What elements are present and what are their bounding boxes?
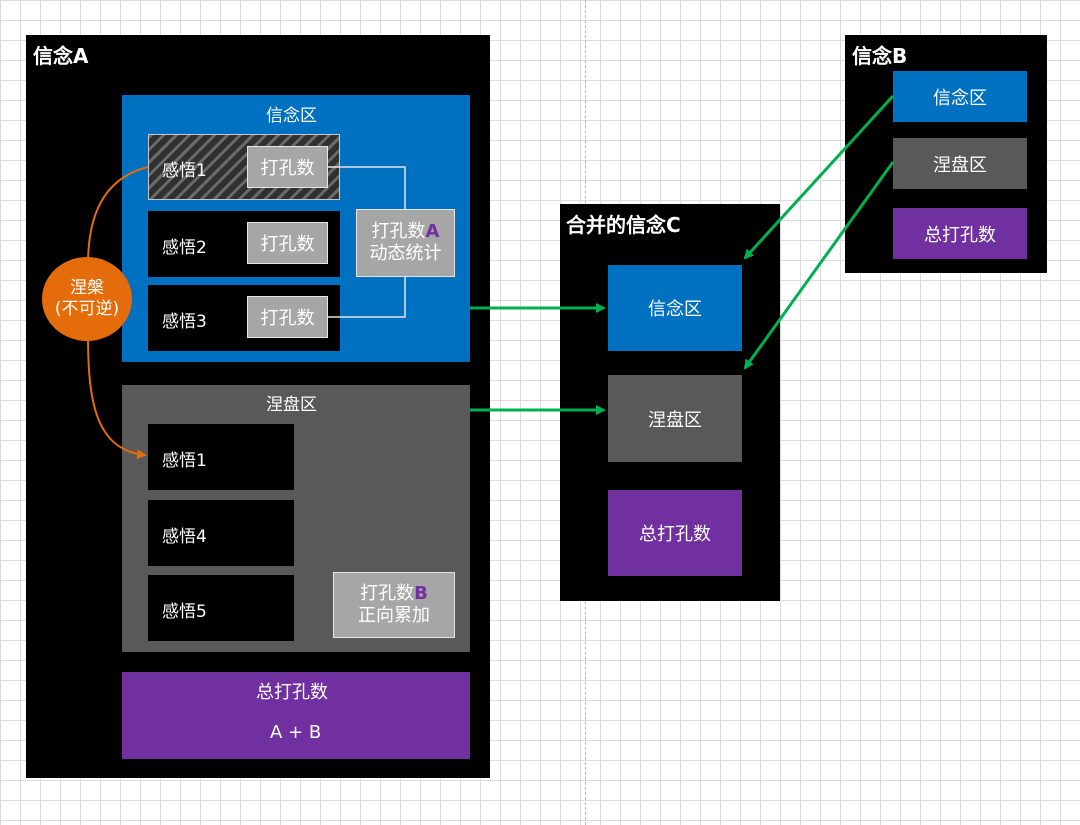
faith-b-belief-zone: 信念区: [893, 71, 1027, 122]
nirvana-insight-1: [148, 424, 294, 490]
arrow-belief-b-to-c: [743, 94, 895, 260]
merged-c-total: 总打孔数: [608, 490, 742, 576]
insight-1-label: 感悟1: [162, 161, 207, 181]
merged-c-title: 合并的信念C: [566, 213, 681, 237]
nirvana-badge-line1: 涅槃: [70, 278, 104, 298]
insight-1-count: 打孔数: [247, 146, 328, 188]
nirvana-insight-5: [148, 575, 294, 641]
insight-2-count-label: 打孔数: [260, 234, 315, 255]
nirvana-badge: 涅槃 (不可逆): [42, 257, 132, 341]
merged-c-belief-zone: 信念区: [608, 265, 742, 351]
count-a-line1: 打孔数A: [372, 221, 440, 243]
faith-a-total-formula: A + B: [270, 722, 322, 743]
faith-b-belief-label: 信念区: [933, 87, 987, 109]
faith-a-belief-zone-title: 信念区: [266, 106, 317, 126]
faith-b-total: 总打孔数: [893, 208, 1027, 259]
faith-b-title: 信念B: [852, 44, 908, 68]
faith-a-total-box: [122, 672, 470, 759]
faith-a-title: 信念A: [33, 44, 89, 68]
nirvana-insight-4: [148, 500, 294, 566]
count-a-line2: 动态统计: [369, 243, 442, 264]
faith-a-total-title: 总打孔数: [256, 682, 328, 703]
count-a-stat-box: 打孔数A 动态统计: [356, 209, 455, 277]
merged-c-nirvana-label: 涅盘区: [648, 409, 702, 431]
nirvana-insight-1-label: 感悟1: [162, 451, 207, 471]
count-b-accent: B: [414, 583, 428, 604]
faith-b-nirvana-zone: 涅盘区: [893, 138, 1027, 189]
count-b-line2: 正向累加: [358, 605, 430, 626]
arrow-nirvana-b-to-c: [743, 161, 895, 370]
count-a-bracket: [328, 166, 406, 318]
count-a-prefix: 打孔数: [371, 221, 426, 242]
insight-2-count: 打孔数: [247, 222, 328, 264]
nirvana-badge-line2: (不可逆): [54, 299, 120, 319]
merged-c-belief-label: 信念区: [648, 299, 702, 320]
merged-c-nirvana-zone: 涅盘区: [608, 375, 742, 462]
count-b-line1: 打孔数B: [360, 583, 428, 605]
insight-3-label: 感悟3: [162, 312, 207, 332]
faith-b-nirvana-label: 涅盘区: [933, 154, 987, 176]
nirvana-insight-5-label: 感悟5: [162, 602, 207, 622]
insight-3-count-label: 打孔数: [260, 308, 315, 329]
count-b-stat-box: 打孔数B 正向累加: [333, 572, 455, 638]
faith-b-total-label: 总打孔数: [924, 224, 996, 246]
count-b-prefix: 打孔数: [360, 583, 415, 604]
insight-3-count: 打孔数: [247, 296, 328, 338]
merged-c-total-label: 总打孔数: [639, 524, 711, 545]
insight-1-count-label: 打孔数: [260, 158, 315, 179]
insight-2-label: 感悟2: [162, 238, 207, 258]
count-a-accent: A: [425, 221, 440, 242]
nirvana-curve-arrow: [87, 166, 148, 455]
faith-a-nirvana-zone-title: 涅盘区: [266, 395, 317, 415]
nirvana-insight-4-label: 感悟4: [162, 527, 207, 547]
